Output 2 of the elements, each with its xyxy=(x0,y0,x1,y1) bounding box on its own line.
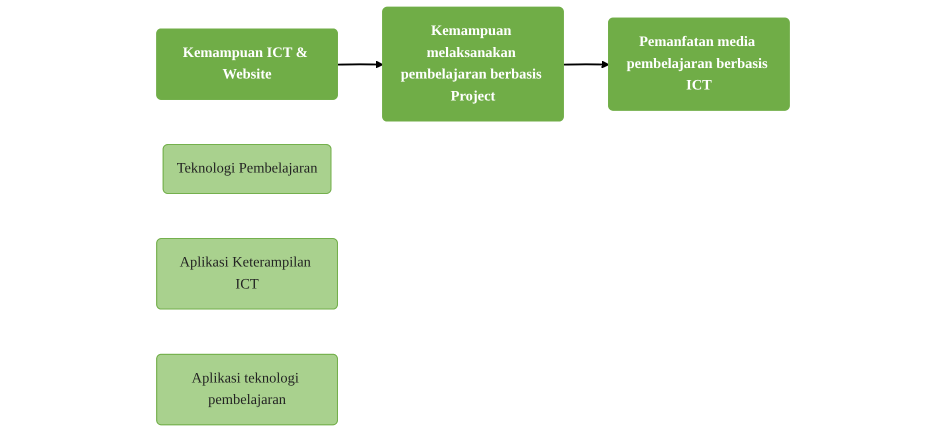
arrow xyxy=(563,60,609,68)
arrow xyxy=(337,60,383,68)
